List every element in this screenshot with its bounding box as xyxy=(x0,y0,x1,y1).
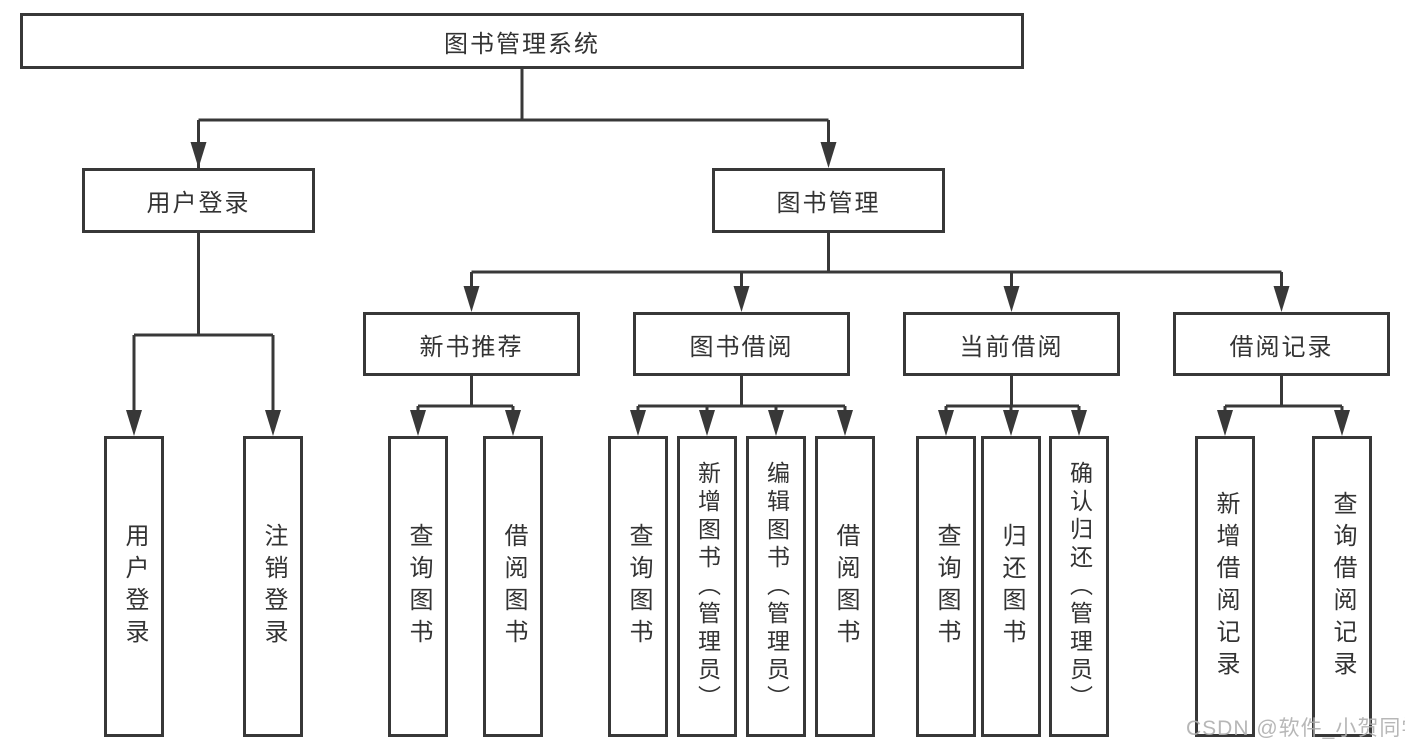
connector-current-borrow-children xyxy=(938,375,1087,436)
arrowhead xyxy=(1217,410,1233,436)
leaf-add-borrow-record: 新增借阅记录 xyxy=(1195,436,1255,737)
node-borrow-records: 借阅记录 xyxy=(1173,312,1390,376)
leaf-query-borrow-record: 查询借阅记录 xyxy=(1312,436,1372,737)
connector-root-to-level2 xyxy=(190,68,837,412)
arrowhead xyxy=(768,410,784,436)
arrowhead xyxy=(190,142,207,168)
leaf-borrow-books: 借阅图书 xyxy=(815,436,875,737)
leaf-current-query-books: 查询图书 xyxy=(916,436,976,737)
leaf-add-books-admin: 新增图书（管理员） xyxy=(677,436,737,737)
connector-borrow-records-children xyxy=(1217,375,1350,436)
leaf-return-books: 归还图书 xyxy=(981,436,1041,737)
arrowhead xyxy=(1273,286,1290,312)
connector-user-login-children xyxy=(126,232,281,436)
arrowhead xyxy=(1003,410,1019,436)
node-book-management: 图书管理 xyxy=(712,168,945,233)
arrowhead xyxy=(820,142,837,168)
arrowhead xyxy=(505,410,521,436)
leaf-user-login: 用户登录 xyxy=(104,436,164,737)
leaf-recommend-query-books: 查询图书 xyxy=(388,436,448,737)
connector-book-mgmt-to-level3 xyxy=(463,232,1290,312)
arrowhead xyxy=(837,410,853,436)
node-user-login: 用户登录 xyxy=(82,168,315,233)
arrowhead xyxy=(630,410,646,436)
arrowhead xyxy=(699,410,715,436)
leaf-recommend-borrow-books: 借阅图书 xyxy=(483,436,543,737)
arrowhead xyxy=(1003,286,1020,312)
arrowhead xyxy=(733,286,750,312)
leaf-confirm-return-admin: 确认归还（管理员） xyxy=(1049,436,1109,737)
connector-new-book-children xyxy=(410,375,521,436)
arrowhead xyxy=(126,410,142,436)
leaf-logout: 注销登录 xyxy=(243,436,303,737)
arrowhead xyxy=(938,410,954,436)
leaf-borrow-query-books: 查询图书 xyxy=(608,436,668,737)
arrowhead xyxy=(1071,410,1087,436)
leaf-edit-books-admin: 编辑图书（管理员） xyxy=(746,436,806,737)
node-book-borrowing: 图书借阅 xyxy=(633,312,850,376)
csdn-watermark: CSDN @软件_小贺同学 xyxy=(1186,717,1405,740)
node-new-book-recommend: 新书推荐 xyxy=(363,312,580,376)
arrowhead xyxy=(463,286,480,312)
arrowhead xyxy=(1334,410,1350,436)
node-current-borrowing: 当前借阅 xyxy=(903,312,1120,376)
node-root-system: 图书管理系统 xyxy=(20,13,1024,69)
arrowhead xyxy=(265,410,281,436)
connector-book-borrow-children xyxy=(630,375,853,436)
arrowhead xyxy=(410,410,426,436)
